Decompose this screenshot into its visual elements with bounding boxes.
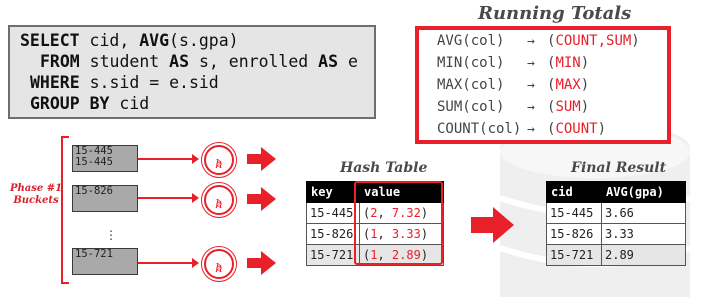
table-row: 15-826 3.33	[546, 223, 686, 245]
fat-arrow-right-icon	[247, 251, 276, 275]
rt-value: (MAX)	[547, 77, 590, 93]
rt-value: (COUNT,SUM)	[547, 33, 640, 49]
arrow-right-icon: →	[527, 78, 535, 93]
fat-arrow-right-icon	[247, 147, 276, 171]
sql-line-where: WHERE s.sid = e.sid	[30, 73, 219, 92]
arrow-head-icon	[192, 258, 199, 268]
arrow-right-icon: →	[527, 34, 535, 49]
running-totals-title: Running Totals	[478, 3, 632, 24]
arrow-right-icon: →	[527, 56, 535, 71]
running-totals-box: AVG(col) → (COUNT,SUM) MIN(col) → (MIN) …	[415, 26, 671, 144]
rt-fn: AVG(col)	[437, 33, 505, 49]
sql-line-from: FROM student AS s, enrolled AS e	[40, 52, 358, 71]
rt-value: (MIN)	[547, 55, 590, 71]
rt-fn: SUM(col)	[437, 99, 505, 115]
rt-fn: MAX(col)	[437, 77, 505, 93]
bucket-1: 15-445 15-445	[72, 145, 138, 172]
bucket-ellipsis: ⋮	[105, 228, 117, 242]
arrow-head-icon	[192, 154, 199, 164]
arrow-head-icon	[192, 193, 199, 203]
table-row: 15-721 (1, 2.89)	[306, 244, 444, 266]
table-row: 15-445 (2, 7.32)	[306, 202, 444, 224]
connector-line	[138, 158, 193, 160]
value-column-highlight	[354, 181, 443, 265]
sql-line-select: SELECT cid, AVG(s.gpa)	[20, 31, 239, 50]
hash-table: key value 15-445 (2, 7.32) 15-826 (1, 3.…	[306, 181, 444, 266]
fat-arrow-right-icon	[471, 207, 514, 243]
arrow-right-icon: →	[527, 100, 535, 115]
sql-query-box: SELECT cid, AVG(s.gpa) FROM student AS s…	[8, 25, 376, 119]
sql-line-group-by: GROUP BY cid	[30, 94, 150, 113]
table-row: 15-721 2.89	[546, 244, 686, 266]
rt-value: (COUNT)	[547, 121, 607, 137]
bucket-3: 15-721	[72, 248, 138, 275]
hash-table-title: Hash Table	[340, 160, 428, 176]
rt-fn: COUNT(col)	[437, 121, 522, 137]
table-header-row: key value	[306, 181, 444, 203]
final-result-table: cid AVG(gpa) 15-445 3.66 15-826 3.33 15-…	[546, 181, 686, 266]
rt-value: (SUM)	[547, 99, 590, 115]
table-header-row: cid AVG(gpa)	[546, 181, 686, 203]
connector-line	[138, 262, 193, 264]
rt-fn: MIN(col)	[437, 55, 505, 71]
fat-arrow-right-icon	[247, 187, 276, 211]
bucket-bracket	[61, 136, 69, 284]
bucket-2: 15-826	[72, 185, 138, 212]
final-result-title: Final Result	[571, 160, 667, 176]
phase-label: Phase #1 Buckets	[9, 183, 63, 206]
arrow-right-icon: →	[527, 122, 535, 137]
table-row: 15-826 (1, 3.33)	[306, 223, 444, 245]
table-row: 15-445 3.66	[546, 202, 686, 224]
connector-line	[138, 197, 193, 199]
